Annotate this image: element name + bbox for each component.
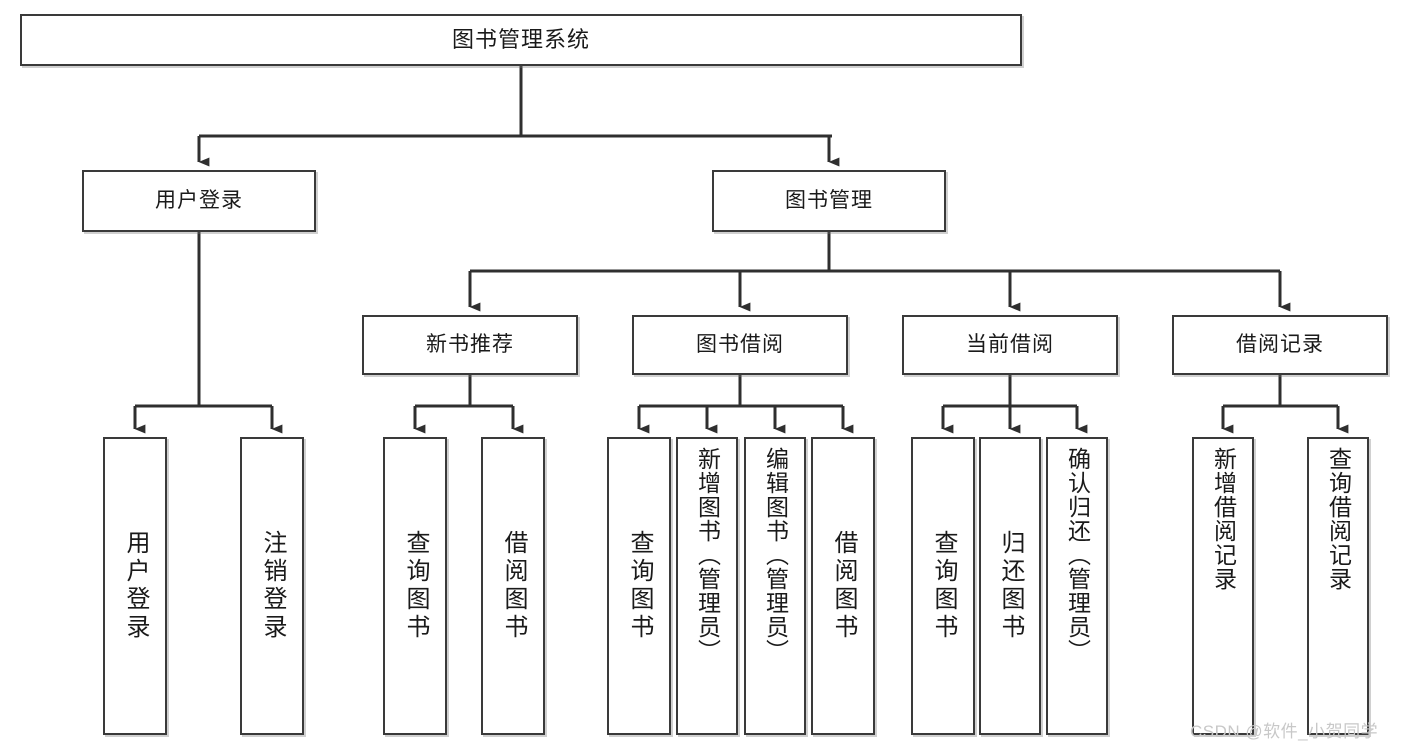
leaf-borrow-record-add[interactable]: 新增借阅记录 — [1192, 437, 1254, 735]
node-current-borrow-label: 当前借阅 — [966, 332, 1054, 356]
leaf-book-borrow-edit-label: 编辑图书（管理员） — [762, 447, 789, 663]
csdn-watermark: CSDN @软件_小贺同学 — [1190, 722, 1379, 741]
leaf-new-book-borrow[interactable]: 借阅图书 — [481, 437, 545, 735]
leaf-new-book-query[interactable]: 查询图书 — [383, 437, 447, 735]
node-user-login[interactable]: 用户登录 — [82, 170, 316, 232]
leaf-current-borrow-return[interactable]: 归还图书 — [979, 437, 1041, 735]
node-borrow-record[interactable]: 借阅记录 — [1172, 315, 1388, 375]
leaf-current-borrow-return-label: 归还图书 — [997, 530, 1024, 642]
node-current-borrow[interactable]: 当前借阅 — [902, 315, 1118, 375]
leaf-borrow-record-query-label: 查询借阅记录 — [1325, 447, 1352, 591]
node-book-management[interactable]: 图书管理 — [712, 170, 946, 232]
leaf-current-borrow-query-label: 查询图书 — [930, 530, 957, 642]
leaf-user-login-signout[interactable]: 注销登录 — [240, 437, 304, 735]
node-book-borrow-label: 图书借阅 — [696, 332, 784, 356]
leaf-new-book-borrow-label: 借阅图书 — [500, 530, 527, 642]
node-new-book-recommend[interactable]: 新书推荐 — [362, 315, 578, 375]
node-new-book-recommend-label: 新书推荐 — [426, 332, 514, 356]
leaf-current-borrow-confirm-return-label: 确认归还（管理员） — [1064, 447, 1091, 663]
leaf-book-borrow-query[interactable]: 查询图书 — [607, 437, 671, 735]
leaf-user-login-signout-label: 注销登录 — [259, 530, 286, 642]
node-book-borrow[interactable]: 图书借阅 — [632, 315, 848, 375]
node-borrow-record-label: 借阅记录 — [1236, 332, 1324, 356]
leaf-book-borrow-add[interactable]: 新增图书（管理员） — [676, 437, 738, 735]
node-book-management-label: 图书管理 — [785, 188, 873, 212]
node-user-login-label: 用户登录 — [155, 188, 243, 212]
leaf-current-borrow-confirm-return[interactable]: 确认归还（管理员） — [1046, 437, 1108, 735]
leaf-borrow-record-query[interactable]: 查询借阅记录 — [1307, 437, 1369, 735]
leaf-book-borrow-borrow-label: 借阅图书 — [830, 530, 857, 642]
leaf-borrow-record-add-label: 新增借阅记录 — [1210, 447, 1237, 591]
leaf-book-borrow-add-label: 新增图书（管理员） — [694, 447, 721, 663]
leaf-book-borrow-edit[interactable]: 编辑图书（管理员） — [744, 437, 806, 735]
node-root-label: 图书管理系统 — [451, 27, 590, 53]
leaf-book-borrow-borrow[interactable]: 借阅图书 — [811, 437, 875, 735]
leaf-book-borrow-query-label: 查询图书 — [626, 530, 653, 642]
leaf-user-login-signin[interactable]: 用户登录 — [103, 437, 167, 735]
node-root-book-management-system[interactable]: 图书管理系统 — [20, 14, 1022, 66]
leaf-new-book-query-label: 查询图书 — [402, 530, 429, 642]
leaf-current-borrow-query[interactable]: 查询图书 — [911, 437, 975, 735]
leaf-user-login-signin-label: 用户登录 — [122, 530, 149, 642]
